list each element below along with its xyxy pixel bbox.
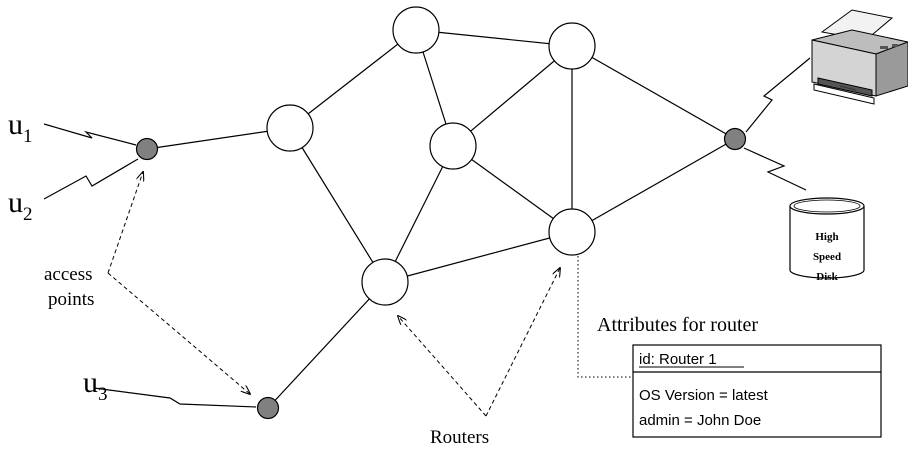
attribute-os-version: OS Version = latest: [639, 387, 769, 404]
printer-icon: [811, 9, 908, 105]
wireless-links: [43, 57, 811, 408]
router-node[interactable]: [548, 22, 596, 70]
wireless-u2: [43, 158, 139, 200]
disk-label-line3: Disk: [816, 271, 838, 283]
router-node[interactable]: [361, 258, 409, 306]
link-r3-r5: [452, 45, 573, 147]
link-r4-r6: [384, 231, 573, 283]
disk-icon: High Speed Disk: [789, 197, 865, 283]
access-point-node[interactable]: [723, 127, 747, 151]
network-links: [146, 29, 736, 409]
link-r6-ap2: [571, 138, 736, 233]
link-r5-r4: [384, 145, 454, 283]
link-r1-r4: [289, 127, 386, 283]
router-node[interactable]: [548, 208, 596, 256]
attribute-id: id: Router 1: [639, 351, 717, 368]
routers-label: Routers: [430, 427, 489, 448]
access-point-node[interactable]: [256, 396, 280, 420]
link-r3-ap2: [571, 45, 736, 140]
wireless-disk: [743, 147, 807, 191]
user-u1-label: u1: [8, 108, 33, 147]
access-points-label-line1: access: [44, 264, 93, 285]
link-r4-ap3: [267, 281, 386, 409]
wireless-u3: [93, 387, 257, 408]
link-r1-r2: [289, 29, 417, 129]
router-node[interactable]: [266, 104, 314, 152]
arrow-routers-to-r6: [485, 268, 560, 417]
attribute-connector: [577, 256, 633, 378]
arrow-access-to-ap1: [107, 172, 143, 274]
access-points-label-line2: points: [48, 289, 94, 310]
user-u2-label: u2: [8, 186, 33, 225]
router-node[interactable]: [392, 6, 440, 54]
routers-group: [266, 6, 596, 306]
pointer-arrows: [107, 172, 560, 417]
wireless-printer: [745, 57, 811, 133]
access-point-node[interactable]: [135, 137, 159, 161]
attributes-title: Attributes for router: [597, 314, 758, 336]
link-r2-r3: [415, 29, 573, 47]
arrow-routers-to-r4: [398, 316, 487, 417]
attribute-box: id: Router 1 OS Version = latest admin =…: [632, 344, 882, 438]
user-u3-label: u3: [83, 366, 108, 405]
link-ap1-r1: [146, 127, 291, 150]
access-points-group: [135, 127, 747, 420]
wireless-u1: [43, 123, 137, 146]
arrow-access-to-ap3: [107, 272, 250, 394]
disk-label-line2: Speed: [813, 251, 841, 263]
link-r5-r6: [452, 145, 573, 233]
router-node[interactable]: [429, 122, 477, 170]
disk-label-line1: High: [815, 231, 838, 243]
attribute-admin: admin = John Doe: [639, 412, 761, 429]
